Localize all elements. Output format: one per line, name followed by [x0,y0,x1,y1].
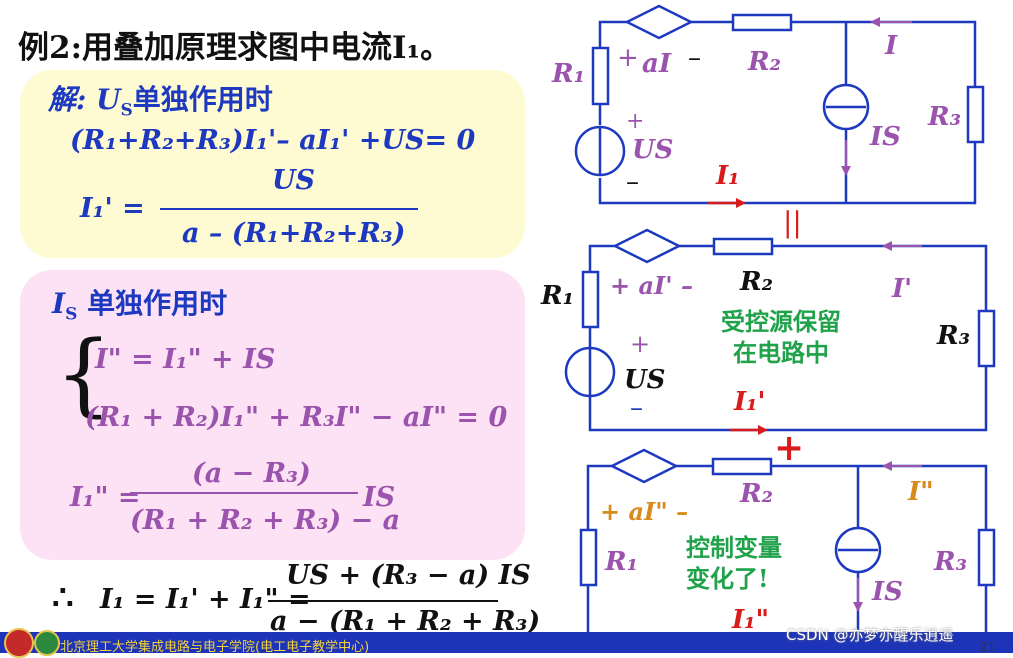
is-alone-result-denominator: (R₁ + R₂ + R₃) − a [130,505,401,536]
resistor-r3 [977,309,996,368]
page-number: 21 [980,640,996,654]
heading-text: 单独作用时 [87,287,228,320]
resistor-r2 [712,237,774,256]
label-minus: – [630,393,643,423]
circuit-2: R₁ + aI' – R₂ I' R₃ + US – I₁' 受控源保留 在电路… [540,228,996,435]
label-minus: – [688,43,701,73]
resistor-r1 [581,270,600,329]
resistor-r1 [591,46,610,106]
label-r1: R₁ [551,59,585,89]
label-dependent-source: aI [642,49,672,79]
footer-bar [0,632,1013,653]
final-denominator: a − (R₁ + R₂ + R₃) [270,606,541,637]
us-alone-result-lhs: I₁' = [80,193,145,224]
resistor-r3 [977,528,996,587]
resistor-r1 [579,528,598,587]
label-current-i: I" [907,477,934,507]
heading-subscript: S [65,304,78,325]
circuit-3: + aI" – R₂ I" R₁ R₃ IS I₁" 控制变量 变化了! [579,448,996,653]
label-us: US [632,135,673,165]
label-current-i: I' [891,274,912,304]
is-alone-result-numerator: (a − R₃) [192,458,311,489]
label-minus: – [626,167,639,197]
label-us: US [624,365,665,395]
heading-prefix: 解: U [48,83,121,116]
is-alone-result-lhs: I₁" = [70,482,141,513]
label-r2: R₂ [747,47,781,77]
is-alone-heading: IS 单独作用时 [52,282,227,325]
label-r1: R₁ [604,547,638,577]
label-r3: R₃ [936,321,970,351]
fraction-bar [130,492,358,494]
brace: { [55,322,113,427]
note-line-2: 变化了! [686,564,769,593]
plus-sign: + [774,427,804,469]
resistor-r2 [711,457,773,476]
label-dependent-source: + aI" – [600,497,688,526]
note-line-1: 控制变量 [686,533,782,562]
arrow-down-icon [853,602,863,612]
label-plus: + [617,43,639,73]
label-i1: I₁" [731,605,769,635]
us-alone-equation: (R₁+R₂+R₃)I₁'– aI₁' +US= 0 [70,125,476,156]
label-plus: + [630,330,650,358]
heading-prefix: I [52,287,66,320]
us-alone-heading: 解: US单独作用时 [48,78,273,121]
label-r3: R₃ [933,547,967,577]
heading-text: 单独作用时 [132,83,273,116]
final-numerator: US + (R₃ − a) IS [286,560,531,591]
dependent-source-icon [624,4,694,40]
label-r2: R₂ [739,479,773,509]
footer-text: 北京理工大学集成电路与电子学院(电工电子教学中心) [60,640,370,655]
is-alone-eq1: I" = I₁" + IS [95,344,276,375]
dependent-source-icon [609,448,679,484]
is-alone-result-tail: IS [363,482,396,513]
arrow-right-icon [758,425,768,435]
final-lhs: I₁ = I₁' + I₁" = [100,584,311,615]
label-r2: R₂ [739,267,773,297]
us-alone-box [20,70,525,258]
us-alone-result-numerator: US [272,165,316,196]
is-alone-eq2: (R₁ + R₂)I₁" + R₃I" − aI" = 0 [85,402,508,433]
note-line-1: 受控源保留 [721,307,841,336]
arrow-right-icon [736,198,746,208]
equal-sign: || [783,206,802,239]
label-i1: I₁ [715,161,740,191]
circuit-1: R₁ + aI – R₂ I R₃ + US – IS I₁ [551,4,985,208]
school-logo-icon [34,630,60,656]
university-logo-icon [4,628,34,658]
arrow-left-icon [882,461,892,471]
label-i1: I₁' [733,387,766,417]
label-plus: + [626,109,644,134]
watermark: CSDN @亦梦亦醒乐逍遥 [786,626,954,644]
label-r1: R₁ [540,281,574,311]
fraction-bar [268,600,498,602]
note-line-2: 在电路中 [733,338,829,367]
arrow-left-icon [882,241,892,251]
resistor-r2 [731,13,793,32]
arrow-down-icon [841,166,851,176]
therefore-symbol: ∴ [52,578,74,618]
dependent-source-icon [612,228,682,264]
label-dependent-source: + aI' – [610,271,693,300]
label-r3: R₃ [927,102,961,132]
us-alone-result-denominator: a – (R₁+R₂+R₃) [182,218,406,249]
label-is: IS [871,577,903,607]
label-is: IS [869,122,901,152]
label-current-i: I [884,31,898,61]
fraction-bar [160,208,418,210]
arrow-left-icon [870,17,880,27]
heading-subscript: S [120,100,133,121]
resistor-r3 [966,85,985,144]
is-alone-box [20,270,525,560]
slide-title: 例2:用叠加原理求图中电流I₁。 [18,30,452,66]
